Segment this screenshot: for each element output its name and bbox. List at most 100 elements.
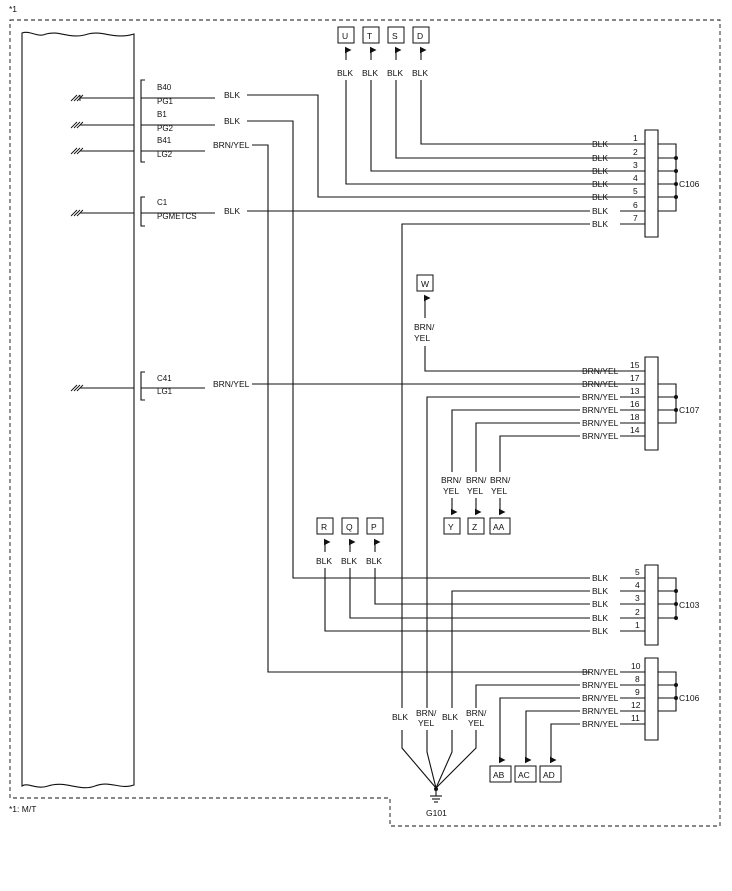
c106b-pin-12: 12 bbox=[631, 700, 641, 710]
terminal-q bbox=[341, 517, 359, 535]
wire-c106b-12-ac bbox=[524, 710, 580, 764]
terminal-p-label: P bbox=[371, 522, 377, 532]
terminal-ac-label: AC bbox=[518, 770, 530, 780]
terminal-ab bbox=[489, 765, 512, 783]
wire-label-s: BLK bbox=[387, 68, 403, 78]
c106b-pin-11: 11 bbox=[631, 713, 640, 723]
footnote: *1: M/T bbox=[9, 804, 36, 814]
terminal-ad-label: AD bbox=[543, 770, 555, 780]
wire-label-z-2: YEL bbox=[467, 486, 483, 496]
connector-c106-top-name: C106 bbox=[679, 179, 700, 189]
wire-label-w-2: YEL bbox=[414, 333, 430, 343]
pin-b1: B1 bbox=[157, 110, 167, 119]
c106-wire-6: BLK bbox=[592, 206, 608, 216]
c103-pin-5: 5 bbox=[635, 567, 640, 577]
wire-c107-18-z bbox=[475, 422, 580, 472]
ground-wire-label-2b: YEL bbox=[418, 718, 434, 728]
pin-lg2: LG2 bbox=[157, 150, 173, 159]
wire-label-lg1: BRN/YEL bbox=[213, 379, 250, 389]
c106-pin-4: 4 bbox=[633, 173, 638, 183]
wire-label-d: BLK bbox=[412, 68, 428, 78]
note-marker: *1 bbox=[9, 4, 17, 14]
pin-lg1: LG1 bbox=[157, 387, 173, 396]
c107-wire-13: BRN/YEL bbox=[582, 392, 619, 402]
terminal-w-label: W bbox=[421, 279, 429, 289]
pin-pgmetcs: PGMETCS bbox=[157, 212, 197, 221]
c106-wire-2: BLK bbox=[592, 153, 608, 163]
mt-boundary bbox=[9, 19, 721, 827]
wire-q-c103 bbox=[349, 568, 590, 619]
chassis-ground-icon bbox=[70, 94, 134, 392]
pin-pg1: PG1 bbox=[157, 97, 174, 106]
c103-wire-3: BLK bbox=[592, 599, 608, 609]
connector-c106-bottom-name: C106 bbox=[679, 693, 700, 703]
ecm-wires bbox=[141, 94, 620, 673]
wire-label-t: BLK bbox=[362, 68, 378, 78]
ground-converge bbox=[401, 730, 477, 791]
terminal-r-label: R bbox=[321, 522, 327, 532]
wire-label-y-2: YEL bbox=[443, 486, 459, 496]
c107-pin-14: 14 bbox=[630, 425, 640, 435]
c107-wire-16: BRN/YEL bbox=[582, 405, 619, 415]
c103-pin-3: 3 bbox=[635, 593, 640, 603]
ground-wire-label-4b: YEL bbox=[468, 718, 484, 728]
c106-pin-7: 7 bbox=[633, 213, 638, 223]
wire-label-lg2: BRN/YEL bbox=[213, 140, 250, 150]
wire-w-c107 bbox=[424, 346, 620, 372]
c106b-wire-8: BRN/YEL bbox=[582, 680, 619, 690]
c103-wire-5: BLK bbox=[592, 573, 608, 583]
c106b-wire-11: BRN/YEL bbox=[582, 719, 619, 729]
c106-wire-4: BLK bbox=[592, 179, 608, 189]
terminal-d-label: D bbox=[417, 31, 423, 41]
wire-label-pgmetcs: BLK bbox=[224, 206, 240, 216]
pin-pg2: PG2 bbox=[157, 124, 174, 133]
terminal-ac bbox=[514, 765, 537, 783]
c106-pin-2: 2 bbox=[633, 147, 638, 157]
c103-wire-4: BLK bbox=[592, 586, 608, 596]
connector-c106-bottom bbox=[620, 657, 678, 741]
wire-c107-13-ground bbox=[426, 396, 580, 708]
c103-wire-1: BLK bbox=[592, 626, 608, 636]
ecm-bracket-b bbox=[140, 79, 145, 163]
terminal-s bbox=[387, 26, 405, 44]
ground-icon bbox=[430, 789, 442, 803]
pin-b41: B41 bbox=[157, 136, 172, 145]
wire-c103-4-ground bbox=[451, 590, 590, 708]
c106-pin-3: 3 bbox=[633, 160, 638, 170]
ecm-bracket-c41 bbox=[140, 371, 145, 401]
c106-pin-6: 6 bbox=[633, 200, 638, 210]
wire-c106-7-ground bbox=[401, 223, 590, 708]
c106-wire-5: BLK bbox=[592, 192, 608, 202]
terminal-aa-label: AA bbox=[493, 522, 505, 532]
c106-pin-1: 1 bbox=[633, 133, 638, 143]
c107-pin-15: 15 bbox=[630, 360, 640, 370]
connector-c107 bbox=[590, 356, 678, 451]
c106b-wire-12: BRN/YEL bbox=[582, 706, 619, 716]
c107-wire-17: BRN/YEL bbox=[582, 379, 619, 389]
connector-c106-top bbox=[620, 129, 678, 238]
terminal-u-label: U bbox=[342, 31, 348, 41]
ground-wire-label-2a: BRN/ bbox=[416, 708, 437, 718]
c106-pin-5: 5 bbox=[633, 186, 638, 196]
wire-label-p: BLK bbox=[366, 556, 382, 566]
terminal-aa bbox=[489, 517, 511, 535]
c106b-wire-10: BRN/YEL bbox=[582, 667, 619, 677]
c107-wire-15: BRN/YEL bbox=[582, 366, 619, 376]
wire-label-aa-1: BRN/ bbox=[490, 475, 511, 485]
c106-wire-1: BLK bbox=[592, 139, 608, 149]
ground-label: G101 bbox=[426, 808, 447, 818]
c106b-pin-8: 8 bbox=[635, 674, 640, 684]
ground-wire-label-4a: BRN/ bbox=[466, 708, 487, 718]
wire-label-r: BLK bbox=[316, 556, 332, 566]
c103-wire-2: BLK bbox=[592, 613, 608, 623]
terminal-z-label: Z bbox=[472, 522, 477, 532]
connector-c107-name: C107 bbox=[679, 405, 700, 415]
wire-c107-14-aa bbox=[499, 435, 580, 472]
c107-pin-17: 17 bbox=[630, 373, 640, 383]
terminal-u bbox=[337, 26, 355, 44]
terminal-s-label: S bbox=[392, 31, 398, 41]
terminal-y-label: Y bbox=[448, 522, 454, 532]
wire-label-w-1: BRN/ bbox=[414, 322, 435, 332]
c107-pin-18: 18 bbox=[630, 412, 640, 422]
